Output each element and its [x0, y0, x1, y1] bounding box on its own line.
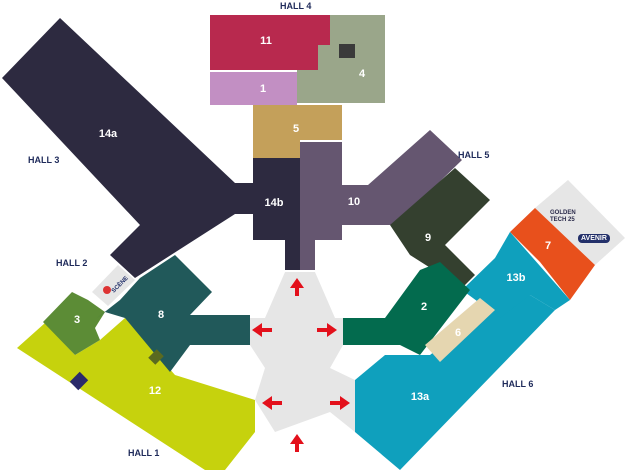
- zone-8[interactable]: [97, 255, 250, 372]
- zone-label-2: 2: [420, 301, 428, 313]
- zone-6[interactable]: [425, 298, 495, 362]
- zone-11[interactable]: [210, 15, 330, 70]
- zone-label-1: 1: [259, 83, 267, 95]
- zone-13b[interactable]: [462, 232, 570, 318]
- zone-label-9: 9: [424, 232, 432, 244]
- zone-label-7: 7: [544, 240, 552, 252]
- zone-1[interactable]: [210, 72, 297, 105]
- arrow-left-icon: [252, 323, 272, 337]
- zone-label-4: 4: [358, 68, 366, 80]
- zone-13a[interactable]: [355, 295, 555, 470]
- hall-1-label: HALL 1: [128, 448, 160, 458]
- zone-label-5: 5: [292, 123, 300, 135]
- golden-tech-logo: GOLDEN TECH 25: [550, 210, 576, 223]
- badge-icon: [69, 371, 89, 391]
- arrows: [252, 278, 350, 452]
- hall-6-label: HALL 6: [502, 379, 534, 389]
- hall-4-label: HALL 4: [280, 1, 312, 11]
- zone-2[interactable]: [343, 262, 470, 355]
- arrow-right-icon: [330, 396, 350, 410]
- zone-label-11: 11: [260, 35, 272, 47]
- hall-2-label: HALL 2: [56, 258, 88, 268]
- zone-label-10: 10: [347, 196, 361, 208]
- zone-label-3: 3: [73, 314, 81, 326]
- arrow-right-icon: [317, 323, 337, 337]
- central-plaza: [250, 272, 355, 432]
- badge-icon: [148, 349, 164, 365]
- zone-5[interactable]: [253, 105, 342, 158]
- scene-logo-icon: [103, 286, 111, 294]
- avenir-logo: AVENIR: [578, 234, 610, 243]
- zone-label-14a: 14a: [98, 128, 118, 140]
- scene-logo-zone: [92, 265, 135, 306]
- zone-9[interactable]: [390, 168, 490, 288]
- zone-10[interactable]: [300, 130, 462, 270]
- zone-label-14b: 14b: [264, 197, 284, 209]
- zone-label-6: 6: [454, 327, 462, 339]
- zone-14b[interactable]: [253, 158, 300, 270]
- hall-5-label: HALL 5: [458, 150, 490, 160]
- badge-icon: [339, 44, 355, 58]
- zone-7[interactable]: [510, 208, 595, 300]
- arrow-up-icon: [290, 278, 304, 296]
- logo-zone: [535, 180, 625, 265]
- zone-label-13b: 13b: [506, 272, 526, 284]
- zone-12[interactable]: [17, 318, 255, 470]
- zone-label-12: 12: [148, 385, 162, 397]
- zone-14a[interactable]: [2, 18, 253, 278]
- zone-4[interactable]: [297, 15, 385, 103]
- arrow-left-icon: [262, 396, 282, 410]
- zone-label-13a: 13a: [410, 391, 430, 403]
- hall-3-label: HALL 3: [28, 155, 60, 165]
- arrow-up-icon: [290, 434, 304, 452]
- zone-label-8: 8: [157, 309, 165, 321]
- zone-3[interactable]: [43, 292, 105, 355]
